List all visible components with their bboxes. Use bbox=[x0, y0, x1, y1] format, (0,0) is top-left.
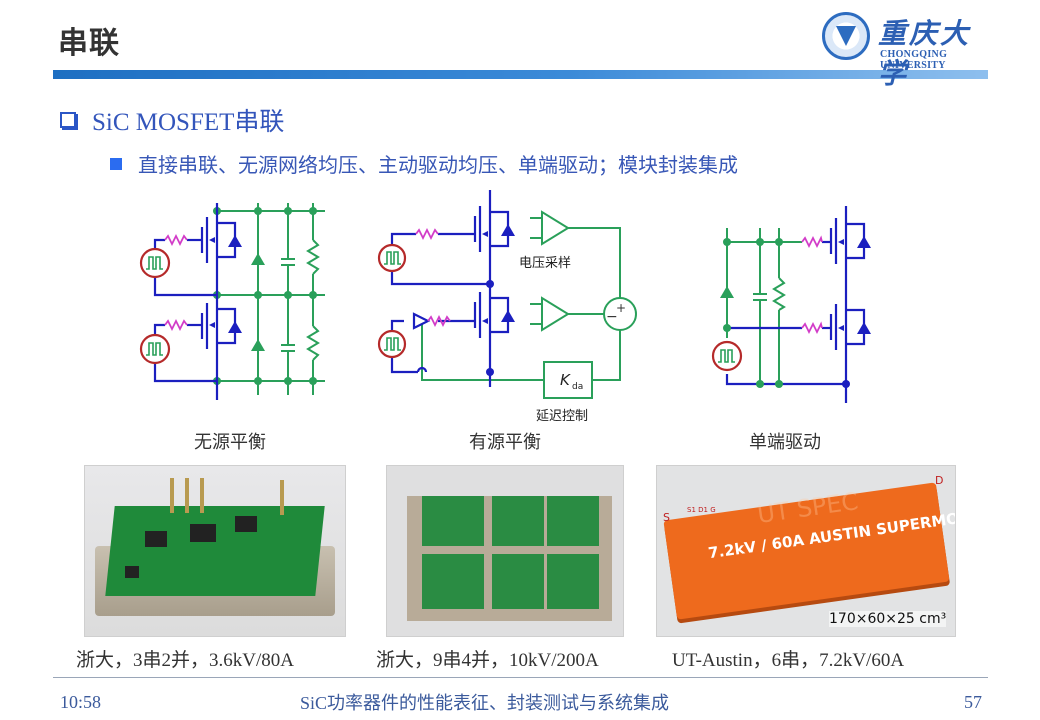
university-logo: 重庆大学 CHONGQING UNIVERSITY bbox=[822, 12, 992, 90]
logo-chinese-name: 重庆大学 bbox=[878, 17, 972, 90]
footer-time: 10:58 bbox=[60, 692, 102, 712]
voltage-sampling-label: 电压采样 bbox=[519, 256, 572, 271]
photo-caption-zju-3s2p: 浙大，3串2并，3.6kV/80A bbox=[76, 650, 294, 671]
photo-caption-zju-9s4p: 浙大，9串4并，10kV/200A bbox=[376, 650, 599, 671]
gain-subscript: da bbox=[572, 382, 583, 392]
heading-level-2: 直接串联、无源网络均压、主动驱动均压、单端驱动；模块封装集成 bbox=[110, 149, 738, 178]
page-number: 57 bbox=[964, 692, 982, 712]
slide-title: 串联 bbox=[58, 26, 120, 61]
passive-balancing-circuit-diagram bbox=[139, 203, 325, 400]
gain-label: K bbox=[560, 371, 571, 389]
heading-1-text: SiC MOSFET串联 bbox=[92, 109, 285, 136]
ut-austin-supermos-module-photo: 7.2kV / 60A AUSTIN SUPERMOS UT SPEC S S1… bbox=[656, 465, 956, 637]
university-emblem-icon bbox=[822, 12, 870, 60]
module-dimensions: 170×60×25 cm³ bbox=[829, 611, 947, 627]
zju-9s4p-module-photo bbox=[386, 465, 624, 637]
svg-text:+: + bbox=[616, 301, 626, 315]
pulse-source-icon bbox=[139, 247, 171, 365]
footer-divider bbox=[53, 677, 988, 678]
diagram-caption-active: 有源平衡 bbox=[469, 432, 541, 453]
pin-d-label: D bbox=[935, 474, 944, 487]
logo-english-name: CHONGQING UNIVERSITY bbox=[880, 49, 948, 71]
zju-3s2p-module-photo bbox=[84, 465, 346, 637]
active-balancing-circuit-diagram: − + K da bbox=[377, 190, 637, 399]
delay-control-label: 延迟控制 bbox=[536, 409, 589, 424]
svg-text:−: − bbox=[606, 309, 618, 325]
filled-square-bullet-icon bbox=[110, 157, 122, 170]
heading-level-1: SiC MOSFET串联 bbox=[60, 102, 284, 138]
hollow-square-bullet-icon bbox=[60, 112, 76, 128]
pins-small-label: S1 D1 G bbox=[687, 506, 716, 514]
footer-title: SiC功率器件的性能表征、封装测试与系统集成 bbox=[300, 693, 670, 713]
diagram-caption-single-ended: 单端驱动 bbox=[749, 432, 821, 453]
photo-caption-ut-austin: UT-Austin，6串，7.2kV/60A bbox=[672, 650, 905, 671]
single-ended-drive-circuit-diagram bbox=[711, 206, 871, 403]
pin-s-label: S bbox=[663, 511, 670, 524]
header-divider bbox=[53, 70, 988, 79]
diagram-caption-passive: 无源平衡 bbox=[194, 432, 266, 453]
heading-2-text: 直接串联、无源网络均压、主动驱动均压、单端驱动；模块封装集成 bbox=[138, 153, 738, 177]
